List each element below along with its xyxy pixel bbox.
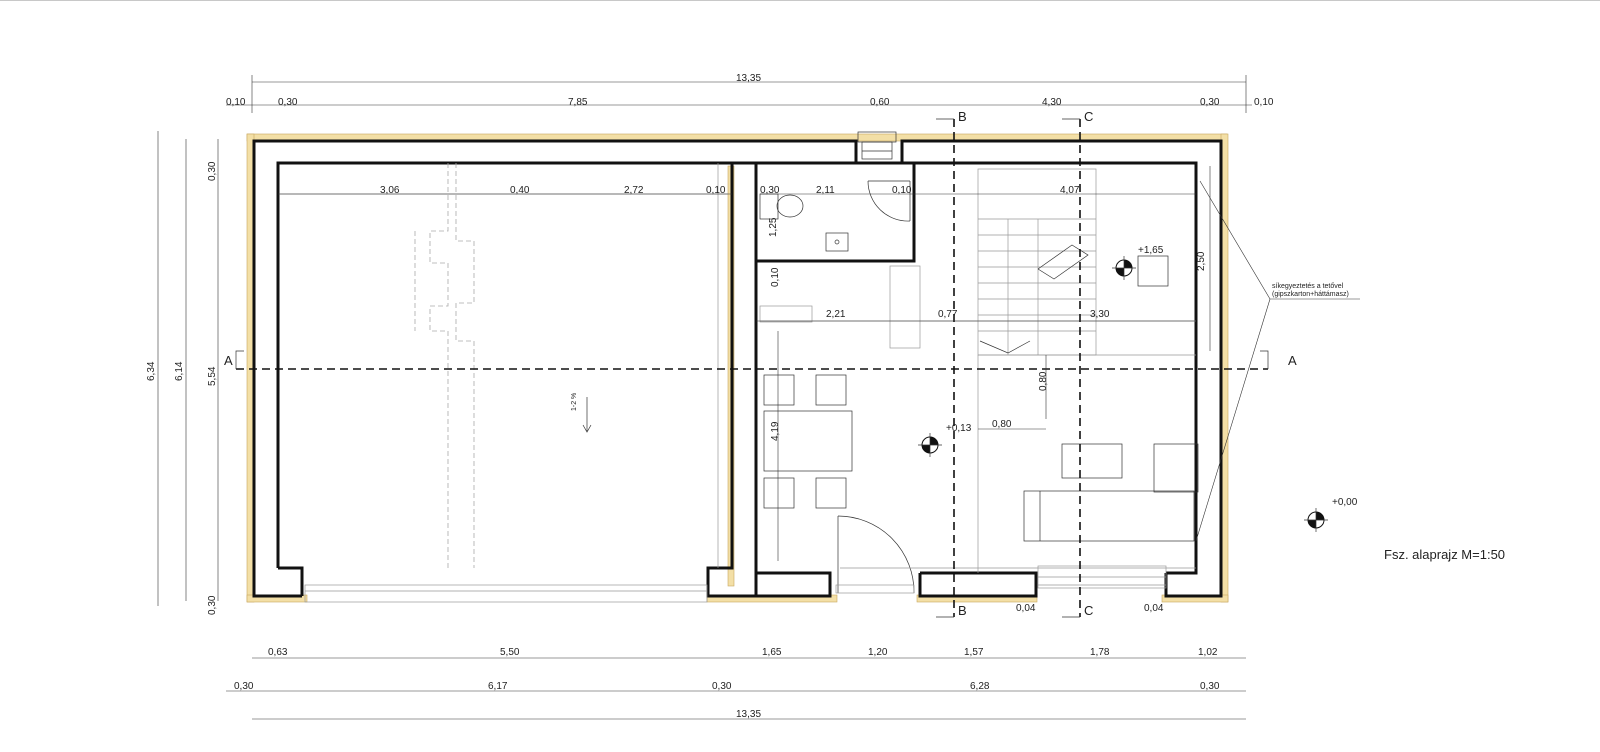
drawing-title: Fsz. alaprajz M=1:50	[1384, 547, 1505, 562]
dim-mid-0: 2,21	[826, 309, 846, 320]
dim-bottom1-4: 1,57	[964, 647, 984, 658]
dim-left-2: 0,30	[207, 595, 218, 615]
level-marker-upper	[1112, 256, 1136, 280]
section-c-bottom: C	[1084, 603, 1093, 618]
dim-bottom2-0: 0,30	[234, 681, 254, 692]
dim-top-4: 4,30	[1042, 97, 1062, 108]
dim-bottom1-2: 1,65	[762, 647, 782, 658]
dim-bottom1-3: 1,20	[868, 647, 888, 658]
facade-insulation	[246, 133, 1229, 603]
staircase	[977, 168, 1196, 356]
dim-wc-2: 0,10	[892, 185, 912, 196]
wc-room	[759, 180, 911, 252]
dim-top-0: 0,10	[226, 97, 246, 108]
dim-living-depth: 4,19	[770, 421, 781, 441]
dim-step-height: 0,80	[1038, 371, 1049, 391]
dim-lines-left	[157, 131, 219, 606]
dim-garage-3: 0,10	[706, 185, 726, 196]
dim-wc-0: 0,30	[760, 185, 780, 196]
dim-bottom2-4: 0,30	[1200, 681, 1220, 692]
dim-left-1: 5,54	[207, 366, 218, 386]
dim-left-0: 0,30	[207, 161, 218, 181]
level-floor-label: +0,13	[946, 423, 972, 434]
dim-lines-top	[226, 75, 1252, 113]
dim-mid-2: 3,30	[1090, 309, 1110, 320]
dim-lines-interior	[278, 166, 1211, 561]
slope-label: 1-2 %	[571, 393, 578, 411]
dim-top-3: 0,60	[870, 97, 890, 108]
walls	[252, 139, 1223, 598]
level-marker-floor	[918, 433, 942, 457]
dim-room-height: 2,50	[1196, 251, 1207, 271]
dim-left-middle: 6,14	[174, 361, 185, 381]
section-a-left: A	[224, 353, 233, 368]
dim-left-outer: 6,34	[146, 361, 157, 381]
dim-bottom2-1: 6,17	[488, 681, 508, 692]
section-b-bottom: B	[958, 603, 967, 618]
dim-bottom1-1: 5,50	[500, 647, 520, 658]
dim-top-6: 0,10	[1254, 97, 1274, 108]
dim-bottom-overall: 13,35	[736, 709, 761, 720]
dim-top-2: 7,85	[568, 97, 588, 108]
dim-top-5: 0,30	[1200, 97, 1220, 108]
dim-step-width: 0,80	[992, 419, 1012, 430]
dim-bottom2-3: 6,28	[970, 681, 990, 692]
level-marker-ground	[1304, 508, 1328, 532]
dim-garage-0: 3,06	[380, 185, 400, 196]
vent-opening	[857, 131, 897, 160]
level-ground-label: +0,00	[1332, 497, 1358, 508]
level-upper-label: +1,65	[1138, 245, 1164, 256]
dim-top-overall: 13,35	[736, 73, 761, 84]
dim-bottom1-6: 1,02	[1198, 647, 1218, 658]
note-leader	[1195, 180, 1360, 542]
dim-garage-1: 0,40	[510, 185, 530, 196]
dim-bottom1-5: 1,78	[1090, 647, 1110, 658]
section-a-right: A	[1288, 353, 1297, 368]
dim-bottom1-0: 0,63	[268, 647, 288, 658]
dim-window-jamb-right: 0,04	[1144, 603, 1164, 614]
dim-wc-1: 2,11	[816, 185, 835, 196]
dim-bottom2-2: 0,30	[712, 681, 732, 692]
dim-wall-thick: 0,10	[770, 267, 781, 287]
section-lines	[235, 118, 1269, 618]
dim-window-jamb-left: 0,04	[1016, 603, 1036, 614]
dim-stair-width: 4,07	[1060, 185, 1080, 196]
dim-lines-bottom	[226, 657, 1246, 720]
dim-garage-2: 2,72	[624, 185, 644, 196]
garage-interior	[280, 163, 728, 603]
note-line1: síkegyeztetés a tetővel	[1272, 283, 1344, 290]
section-c-top: C	[1084, 109, 1093, 124]
dim-wc-depth: 1,25	[768, 217, 779, 237]
dim-mid-1: 0,77	[938, 309, 958, 320]
section-b-top: B	[958, 109, 967, 124]
dim-top-1: 0,30	[278, 97, 298, 108]
note-line2: (gipszkarton+háttámasz)	[1272, 291, 1349, 298]
